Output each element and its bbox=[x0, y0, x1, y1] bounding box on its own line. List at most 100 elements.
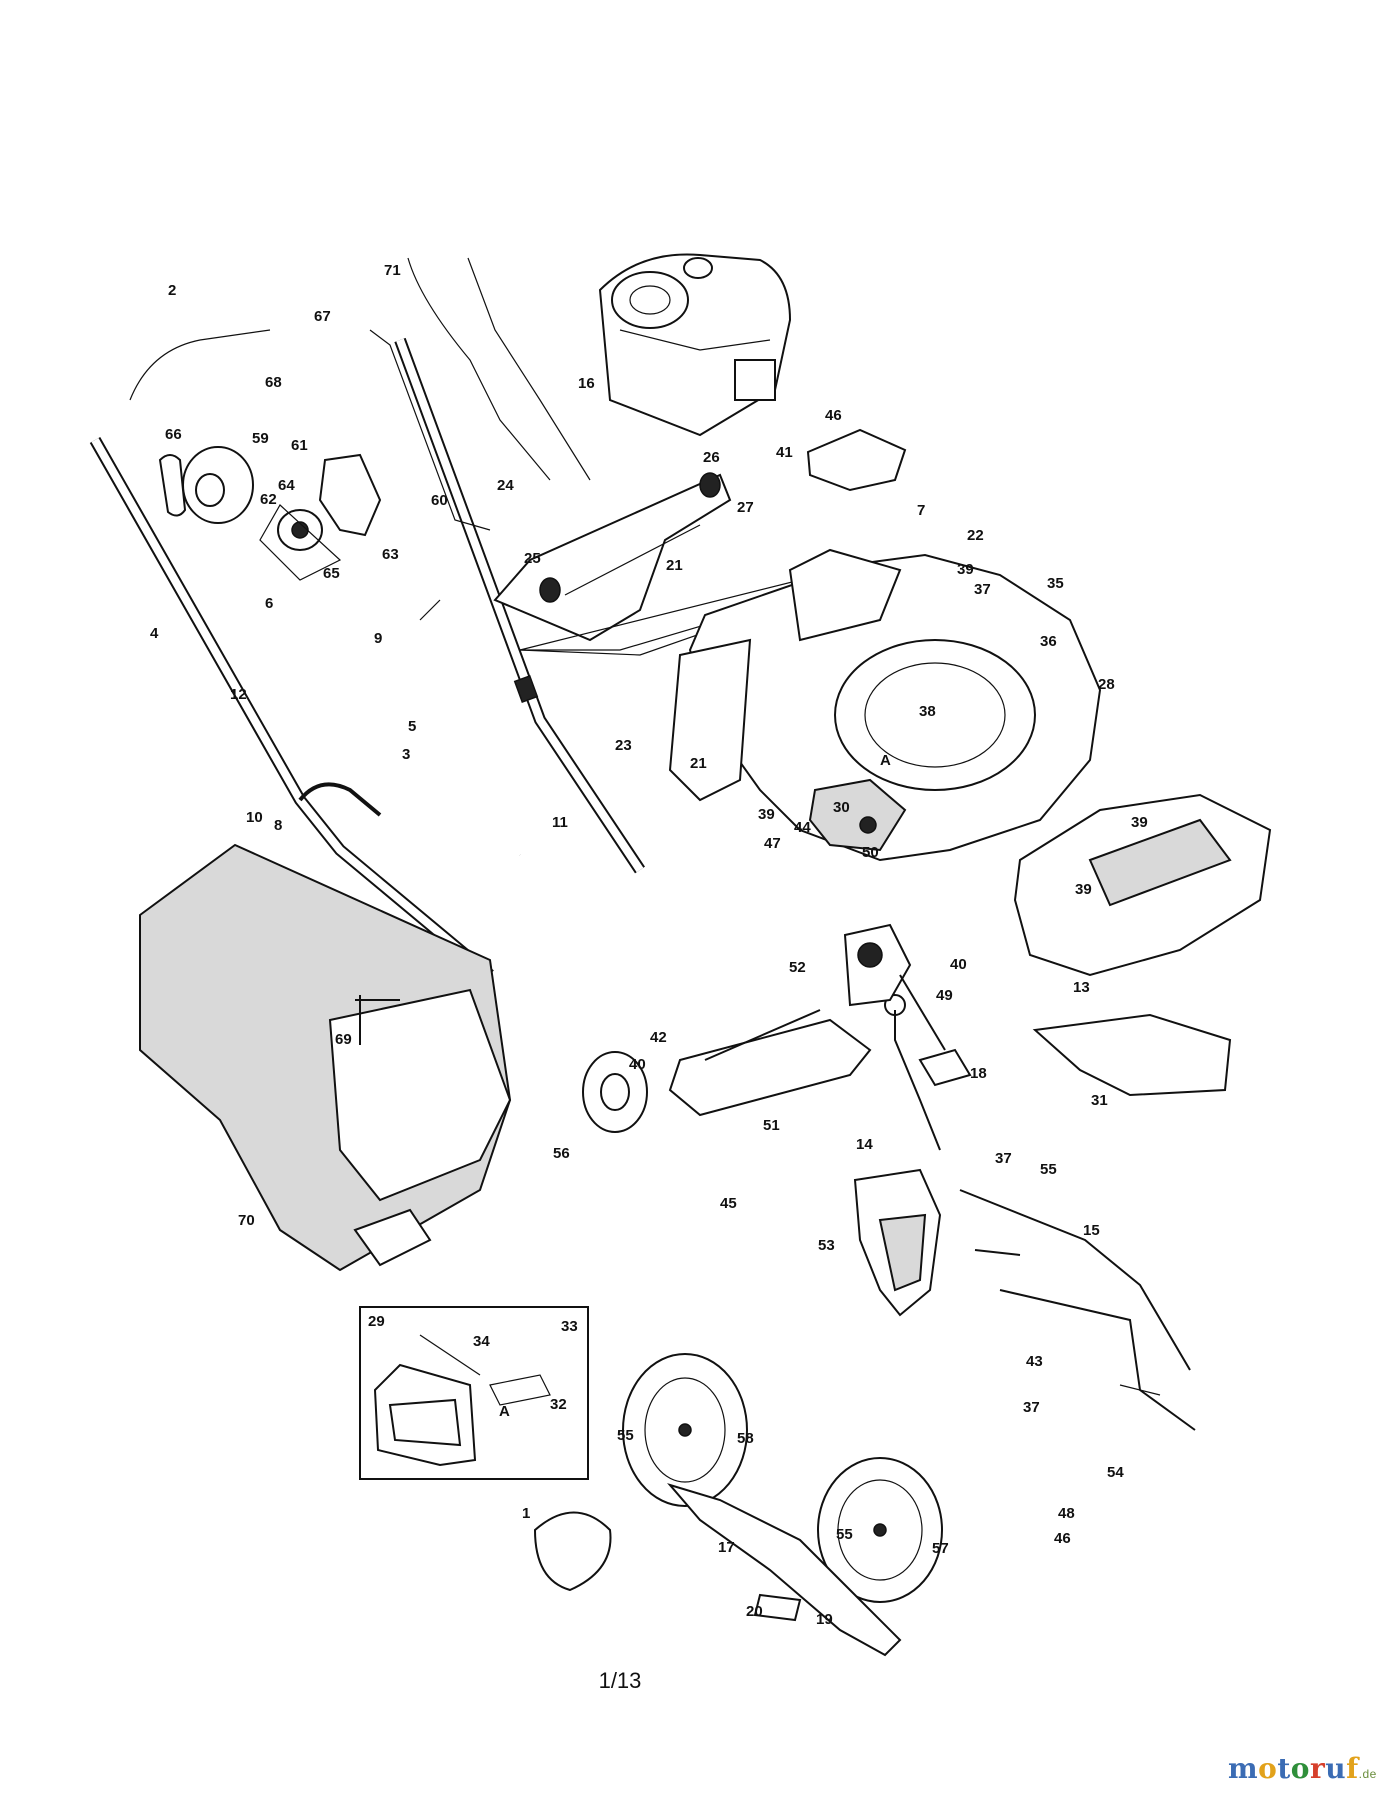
part-label-3: 3 bbox=[402, 746, 410, 763]
part-label-19: 19 bbox=[816, 1611, 833, 1628]
watermark-letters: motoruf bbox=[1228, 1752, 1359, 1785]
part-label-62: 62 bbox=[260, 491, 277, 508]
part-label-39: 39 bbox=[758, 806, 775, 823]
part-label-40: 40 bbox=[629, 1056, 646, 1073]
blade-adapter-drawing bbox=[753, 1593, 802, 1622]
watermark-letter: o bbox=[1290, 1752, 1310, 1785]
part-label-15: 15 bbox=[1083, 1222, 1100, 1239]
control-cables-drawing bbox=[369, 257, 591, 621]
part-label-16: 16 bbox=[578, 375, 595, 392]
part-label-51: 51 bbox=[763, 1117, 780, 1134]
part-label-11: 11 bbox=[552, 814, 568, 831]
part-label-63: 63 bbox=[382, 546, 399, 563]
part-label-42: 42 bbox=[650, 1029, 667, 1046]
part-label-70: 70 bbox=[238, 1212, 255, 1229]
part-label-56: 56 bbox=[553, 1145, 570, 1162]
page-number: 1/13 bbox=[598, 1668, 642, 1693]
part-label-A: A bbox=[499, 1403, 510, 1420]
part-label-64: 64 bbox=[278, 477, 295, 494]
part-label-69: 69 bbox=[335, 1031, 352, 1048]
part-label-46: 46 bbox=[825, 407, 842, 424]
part-label-14: 14 bbox=[856, 1136, 873, 1153]
part-label-39: 39 bbox=[1075, 881, 1092, 898]
mulch-plug-drawing bbox=[1032, 1013, 1232, 1097]
part-label-45: 45 bbox=[720, 1195, 737, 1212]
part-label-35: 35 bbox=[1047, 575, 1064, 592]
height-lever-drawing bbox=[853, 994, 1196, 1431]
part-label-21: 21 bbox=[690, 755, 707, 772]
part-label-71: 71 bbox=[384, 262, 401, 279]
part-label-66: 66 bbox=[165, 426, 182, 443]
part-label-54: 54 bbox=[1107, 1464, 1124, 1481]
part-label-21: 21 bbox=[666, 557, 683, 574]
part-label-37: 37 bbox=[974, 581, 991, 598]
part-label-26: 26 bbox=[703, 449, 720, 466]
part-label-27: 27 bbox=[737, 499, 754, 516]
part-label-44: 44 bbox=[794, 819, 811, 836]
side-discharge-drawing bbox=[1013, 793, 1272, 977]
watermark-letter: o bbox=[1258, 1752, 1278, 1785]
grass-bag-drawing bbox=[139, 843, 512, 1272]
part-label-5: 5 bbox=[408, 718, 416, 735]
part-label-39: 39 bbox=[957, 561, 974, 578]
part-label-18: 18 bbox=[970, 1065, 987, 1082]
part-label-37: 37 bbox=[1023, 1399, 1040, 1416]
part-label-55: 55 bbox=[1040, 1161, 1057, 1178]
rear-guard-drawing bbox=[493, 472, 842, 656]
lower-handle-drawing bbox=[298, 337, 645, 874]
engine-cover-drawing bbox=[806, 428, 907, 492]
part-label-17: 17 bbox=[718, 1539, 735, 1556]
part-label-20: 20 bbox=[746, 1603, 763, 1620]
control-housing-drawing bbox=[158, 446, 382, 581]
watermark-letter: t bbox=[1277, 1752, 1291, 1785]
part-label-33: 33 bbox=[561, 1318, 578, 1335]
part-label-61: 61 bbox=[291, 437, 308, 454]
watermark-letter: r bbox=[1309, 1752, 1326, 1785]
part-label-36: 36 bbox=[1040, 633, 1057, 650]
part-label-31: 31 bbox=[1091, 1092, 1108, 1109]
part-label-47: 47 bbox=[764, 835, 781, 852]
watermark-letter: f bbox=[1346, 1752, 1359, 1785]
part-label-30: 30 bbox=[833, 799, 850, 816]
part-label-39: 39 bbox=[1131, 814, 1148, 831]
part-label-48: 48 bbox=[1058, 1505, 1075, 1522]
part-label-55: 55 bbox=[617, 1427, 634, 1444]
part-label-12: 12 bbox=[230, 686, 247, 703]
watermark-letter: u bbox=[1325, 1752, 1347, 1785]
part-label-43: 43 bbox=[1026, 1353, 1043, 1370]
part-label-1: 1 bbox=[522, 1505, 530, 1522]
part-label-55: 55 bbox=[836, 1526, 853, 1543]
wheels-drawing bbox=[533, 1051, 943, 1603]
part-label-40: 40 bbox=[950, 956, 967, 973]
part-label-29: 29 bbox=[368, 1313, 385, 1330]
rear-axle-drawing bbox=[668, 923, 972, 1117]
part-label-65: 65 bbox=[323, 565, 340, 582]
watermark-domain: .de bbox=[1358, 1767, 1377, 1781]
part-label-52: 52 bbox=[789, 959, 806, 976]
part-label-59: 59 bbox=[252, 430, 269, 447]
part-label-13: 13 bbox=[1073, 979, 1090, 996]
part-label-24: 24 bbox=[497, 477, 514, 494]
part-label-57: 57 bbox=[932, 1540, 949, 1557]
part-label-6: 6 bbox=[265, 595, 273, 612]
part-label-60: 60 bbox=[431, 492, 448, 509]
part-label-25: 25 bbox=[524, 550, 541, 567]
part-label-53: 53 bbox=[818, 1237, 835, 1254]
part-label-2: 2 bbox=[168, 282, 176, 299]
part-label-28: 28 bbox=[1098, 676, 1115, 693]
part-label-7: 7 bbox=[917, 502, 925, 519]
part-label-68: 68 bbox=[265, 374, 282, 391]
part-label-32: 32 bbox=[550, 1396, 567, 1413]
motoruf-watermark: motoruf.de bbox=[1228, 1752, 1377, 1785]
part-label-67: 67 bbox=[314, 308, 331, 325]
watermark-letter: m bbox=[1228, 1752, 1259, 1785]
inset-box bbox=[359, 1306, 589, 1480]
part-label-10: 10 bbox=[246, 809, 263, 826]
part-label-41: 41 bbox=[776, 444, 793, 461]
part-label-22: 22 bbox=[967, 527, 984, 544]
part-label-34: 34 bbox=[473, 1333, 490, 1350]
blade-drawing bbox=[667, 1483, 902, 1657]
part-label-8: 8 bbox=[274, 817, 282, 834]
part-label-58: 58 bbox=[737, 1430, 754, 1447]
